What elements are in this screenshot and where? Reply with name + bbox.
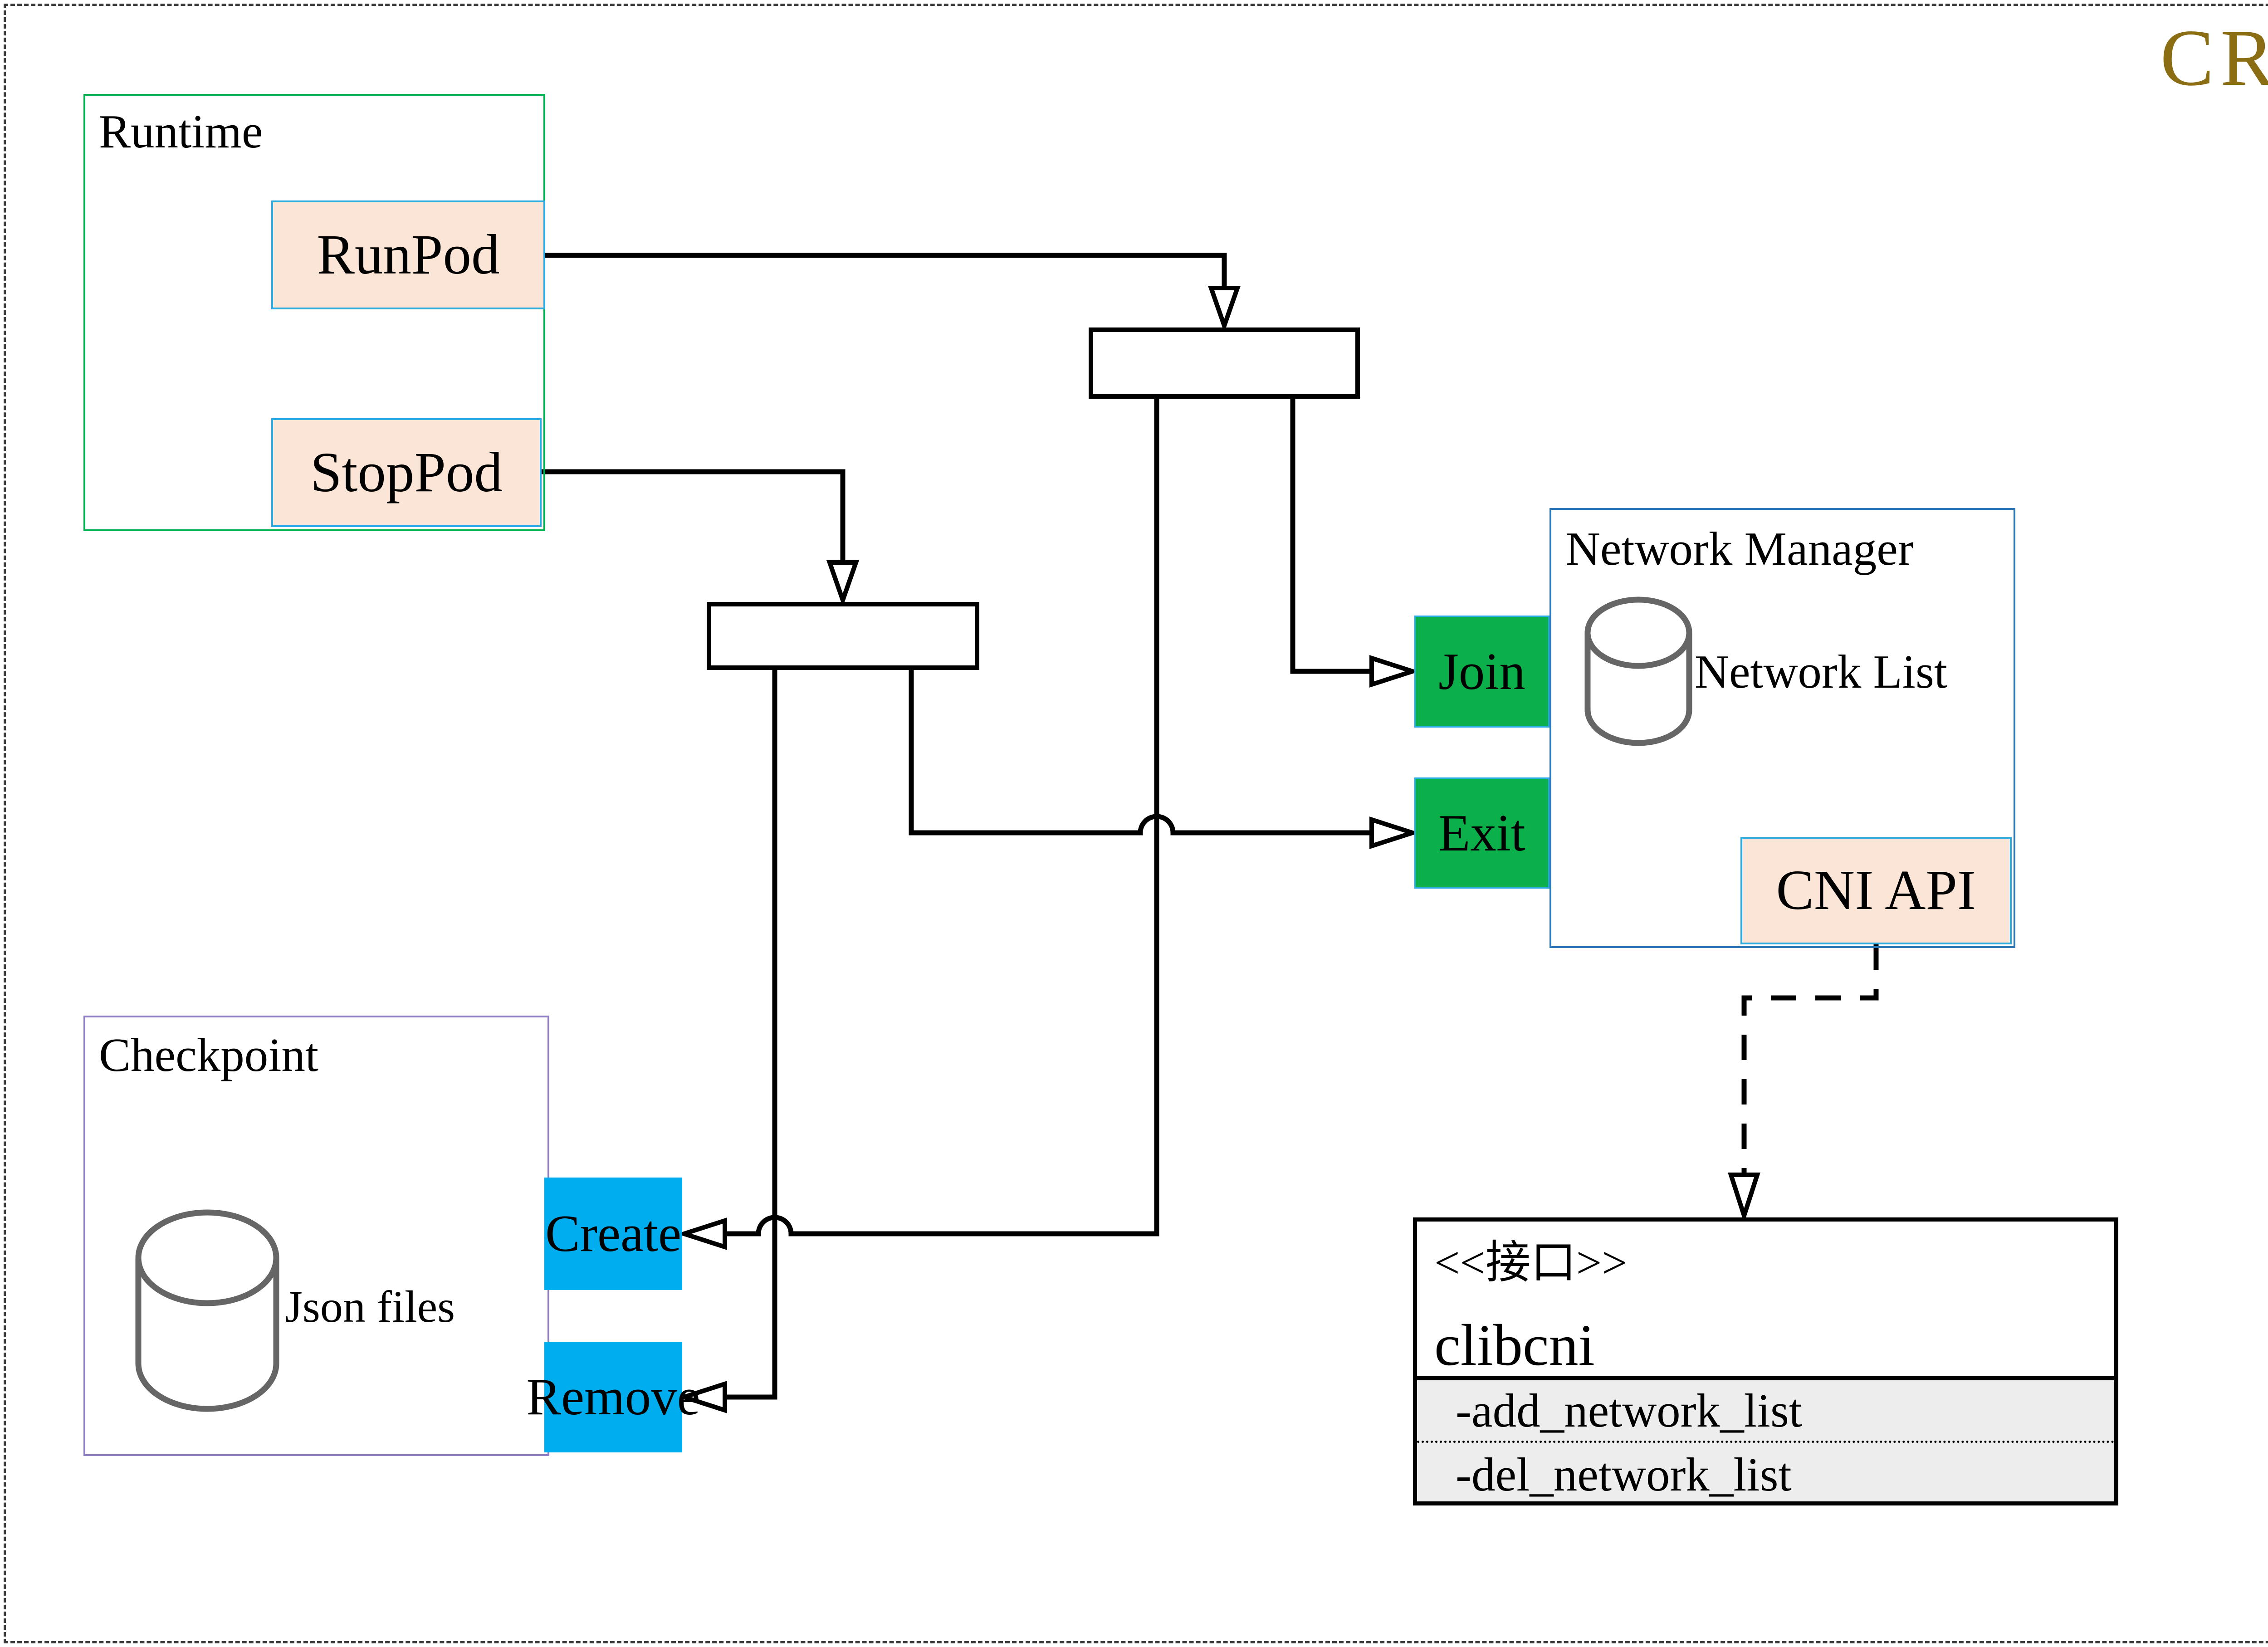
node-stoppod: StopPod: [271, 418, 542, 527]
edge-cniapi-to-clibcni: [1741, 944, 1879, 1175]
interface-name: clibcni: [1434, 1313, 1595, 1378]
group-checkpoint-label: Checkpoint: [99, 1028, 319, 1081]
node-exit-label: Exit: [1438, 804, 1525, 862]
group-checkpoint: [83, 1016, 549, 1456]
group-runtime: [83, 94, 545, 531]
node-create-label: Create: [545, 1205, 682, 1262]
interface-clibcni-header: <<接口>> clibcni: [1417, 1222, 2114, 1378]
node-cni-api-label: CNI API: [1776, 859, 1976, 922]
json-files-cylinder-icon: [135, 1209, 279, 1412]
interface-clibcni-box: <<接口>> clibcni -add_network_list -del_ne…: [1413, 1217, 2118, 1505]
page-dashed-border: [4, 4, 2268, 1643]
json-files-label: Json files: [285, 1281, 455, 1332]
node-runpod: RunPod: [271, 200, 545, 309]
network-list-label: Network List: [1695, 645, 1947, 698]
network-list-cylinder-icon: [1584, 596, 1692, 746]
arrowhead-junction1: [1207, 286, 1241, 333]
node-remove: Remove: [526, 1342, 700, 1452]
page-title: CRI: [2160, 13, 2268, 103]
arrowhead-clibcni: [1728, 1173, 1760, 1223]
node-join: Join: [1414, 616, 1549, 728]
interface-stereotype: <<接口>>: [1434, 1237, 1628, 1288]
arrowhead-join: [1369, 655, 1420, 688]
interface-methods-section: -add_network_list -del_network_list: [1417, 1376, 2114, 1501]
edge-junction2-to-remove: [725, 668, 777, 1400]
node-runpod-label: RunPod: [317, 223, 500, 286]
node-stoppod-label: StopPod: [310, 441, 503, 504]
group-runtime-label: Runtime: [99, 105, 263, 158]
edge-stoppod-to-junction2: [542, 469, 846, 562]
edge-junction2-to-exit: [909, 668, 1372, 836]
node-exit: Exit: [1414, 777, 1549, 889]
node-join-label: Join: [1438, 642, 1525, 700]
interface-method-row: -add_network_list: [1417, 1380, 2114, 1443]
edge-runpod-to-junction1: [544, 253, 1227, 288]
node-remove-label: Remove: [526, 1368, 700, 1426]
node-create: Create: [544, 1178, 682, 1290]
junction-box-1: [1089, 327, 1360, 399]
interface-method-row: -del_network_list: [1456, 1447, 1792, 1501]
junction-box-2: [707, 602, 979, 670]
edge-junction1-to-create: [725, 397, 1159, 1236]
arrowhead-create: [676, 1217, 727, 1250]
group-network-manager: [1549, 508, 2015, 948]
group-network-manager-label: Network Manager: [1566, 522, 1914, 575]
arrowhead-junction2: [826, 560, 860, 607]
arrowhead-exit: [1369, 816, 1420, 849]
edge-junction1-to-join: [1290, 397, 1372, 674]
node-cni-api: CNI API: [1740, 837, 2012, 944]
arrowhead-remove: [676, 1381, 727, 1413]
